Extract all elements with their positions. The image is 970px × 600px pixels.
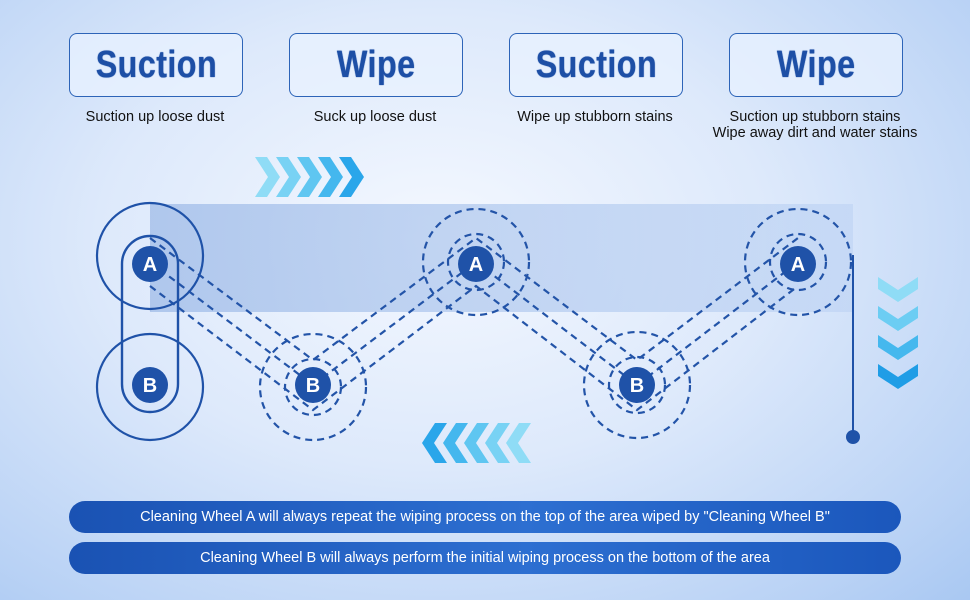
step-box-1: Suction [69, 33, 243, 97]
chevron-down-arrows [878, 277, 918, 389]
step-title-4: Wipe [776, 43, 856, 86]
chevron-down-icon [878, 364, 918, 389]
chevron-left-icon [485, 423, 510, 463]
ring-a-2-outer [421, 207, 531, 317]
chevron-left-icon [464, 423, 489, 463]
step-title-3: Suction [535, 43, 657, 86]
step-desc-2: Suck up loose dust [260, 109, 490, 125]
wiped-area-band [150, 204, 853, 312]
step-desc-4: Suction up stubborn stains Wipe away dir… [700, 109, 930, 141]
wheel-b-note: Cleaning Wheel B will always perform the… [200, 550, 770, 566]
step-box-3: Suction [509, 33, 683, 97]
step-box-4: Wipe [729, 33, 903, 97]
wheel-a-note-bar: Cleaning Wheel A will always repeat the … [69, 501, 901, 533]
wheel-b-label-2: B [306, 375, 320, 397]
step-desc-3: Wipe up stubborn stains [480, 109, 710, 125]
wheel-b-note-bar: Cleaning Wheel B will always perform the… [69, 542, 901, 574]
wheel-b-badge-2 [295, 367, 331, 403]
chevron-right-icon [339, 157, 364, 197]
wheel-a-label-2: A [469, 254, 483, 276]
step-desc-1: Suction up loose dust [40, 109, 270, 125]
chevron-left-arrows [422, 423, 531, 463]
ring-a-3-inner [768, 232, 828, 292]
step-desc-2-line-1: Suck up loose dust [313, 109, 437, 125]
start-wheel-a-outer [95, 201, 205, 311]
wheel-a-label-1: A [143, 254, 157, 276]
chevron-down-icon [878, 306, 918, 331]
ring-b-2-outer [582, 330, 692, 440]
wheel-link [120, 234, 180, 414]
wheel-badges: A B B A B A [132, 246, 816, 403]
step-desc-3-line-1: Wipe up stubborn stains [517, 109, 673, 125]
step-title-1: Suction [95, 43, 217, 86]
ring-a-3-outer [743, 207, 853, 317]
chevron-right-icon [318, 157, 343, 197]
step-box-2: Wipe [289, 33, 463, 97]
ring-b-2-inner [607, 355, 667, 415]
step-title-2: Wipe [336, 43, 416, 86]
step-desc-1-line-1: Suction up loose dust [85, 109, 225, 125]
chevron-down-icon [878, 335, 918, 360]
dashed-rings [258, 207, 853, 442]
wheel-b-label-1: B [143, 375, 157, 397]
wheel-a-badge-3 [780, 246, 816, 282]
chevron-right-icon [255, 157, 280, 197]
start-wheels [95, 201, 205, 442]
wheel-a-badge-1 [132, 246, 168, 282]
step-desc-4-line-2: Wipe away dirt and water stains [712, 125, 918, 141]
wheel-b-badge-3 [619, 367, 655, 403]
path-end-dot [846, 430, 860, 444]
chevron-right-icon [276, 157, 301, 197]
chevron-right-icon [297, 157, 322, 197]
chevron-down-icon [878, 277, 918, 302]
chevron-right-arrows [255, 157, 364, 197]
ring-b-1-inner [283, 357, 343, 417]
wheel-a-badge-2 [458, 246, 494, 282]
chevron-left-icon [506, 423, 531, 463]
step-desc-4-line-1: Suction up stubborn stains [729, 109, 901, 125]
chevron-left-icon [443, 423, 468, 463]
ring-a-2-inner [446, 232, 506, 292]
ring-b-1-outer [258, 332, 368, 442]
wheel-b-label-3: B [630, 375, 644, 397]
wheel-b-badge-1 [132, 367, 168, 403]
wheel-a-label-3: A [791, 254, 805, 276]
chevron-left-icon [422, 423, 447, 463]
wheel-a-note: Cleaning Wheel A will always repeat the … [140, 509, 830, 525]
start-wheel-b-outer [95, 332, 205, 442]
